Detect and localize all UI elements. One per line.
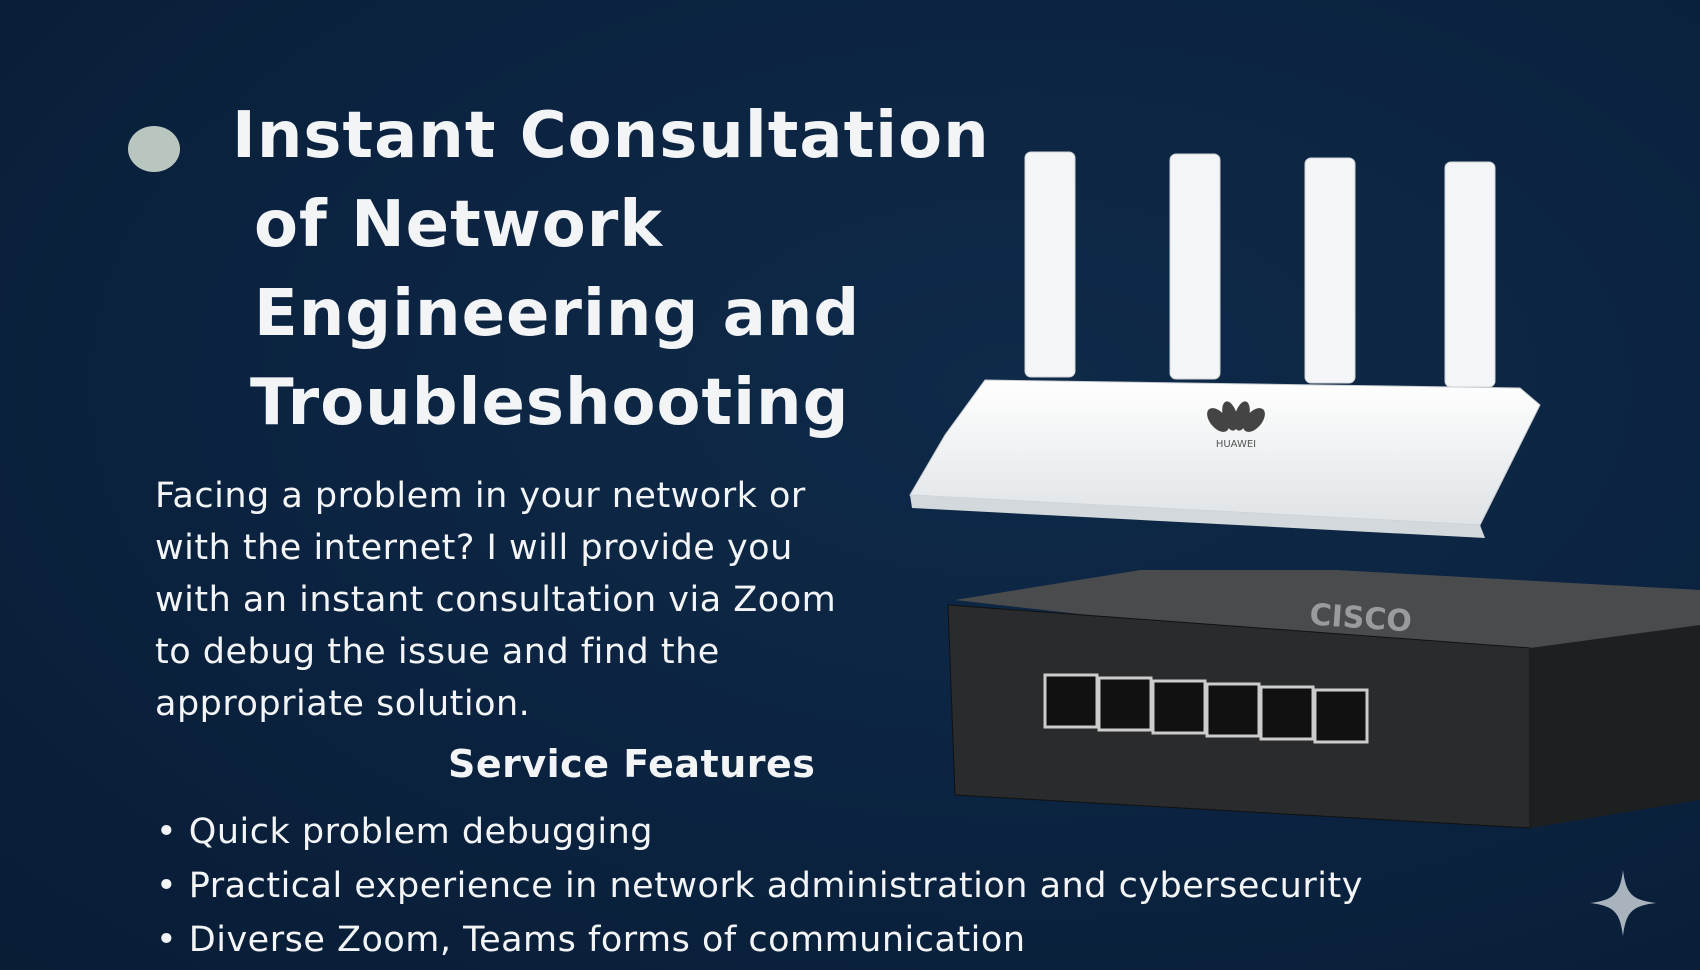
description-line: with the internet? I will provide you [155, 528, 793, 568]
feature-item: Quick problem debugging [156, 805, 1363, 859]
huawei-logo [1207, 401, 1265, 432]
features-heading: Service Features [448, 742, 816, 786]
title-line: Instant Consultation [232, 99, 990, 173]
network-switch-image: CISCO [947, 570, 1700, 829]
title-line: Engineering and [254, 277, 861, 351]
router-image: HUAWEI [909, 151, 1541, 538]
svg-text:CISCO: CISCO [1308, 597, 1413, 639]
description-line: with an instant consultation via Zoom [155, 580, 837, 620]
service-description: Facing a problem in your network or with… [155, 470, 915, 730]
feature-item: Practical experience in network administ… [156, 859, 1363, 913]
decorative-bullet-dot [128, 126, 180, 172]
title-line: of Network [254, 188, 663, 262]
title-line: Troubleshooting [250, 366, 850, 440]
description-line: to debug the issue and find the [155, 632, 720, 672]
description-line: appropriate solution. [155, 684, 531, 724]
svg-text:HUAWEI: HUAWEI [1216, 439, 1256, 450]
page-title: Instant Consultation of Network Engineer… [232, 92, 990, 448]
ethernet-ports [1043, 673, 1369, 744]
router-antennas [1024, 151, 1496, 388]
feature-item: Diverse Zoom, Teams forms of communicati… [156, 913, 1363, 967]
features-list: Quick problem debugging Practical experi… [156, 805, 1363, 967]
description-line: Facing a problem in your network or [155, 476, 806, 516]
sparkle-star-icon [1590, 870, 1656, 936]
